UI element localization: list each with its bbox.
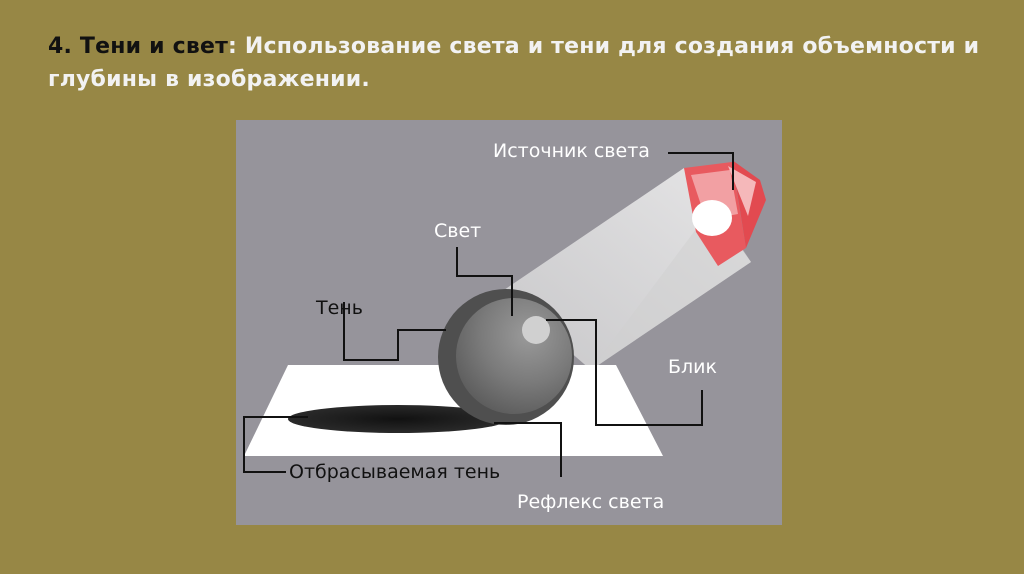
light-shadow-diagram: Источник света Свет Тень Блик Отбрасывае… — [236, 120, 782, 525]
sphere — [438, 289, 574, 425]
label-light-source: Источник света — [493, 140, 650, 162]
label-shadow: Тень — [315, 297, 363, 319]
label-cast-shadow: Отбрасываемая тень — [289, 461, 500, 483]
slide-title: 4. Тени и свет: Использование света и те… — [48, 30, 998, 96]
label-highlight: Блик — [668, 356, 717, 378]
label-light: Свет — [434, 220, 481, 242]
label-reflected-light: Рефлекс света — [517, 491, 664, 513]
slide-title-prefix: 4. Тени и свет — [48, 34, 228, 59]
